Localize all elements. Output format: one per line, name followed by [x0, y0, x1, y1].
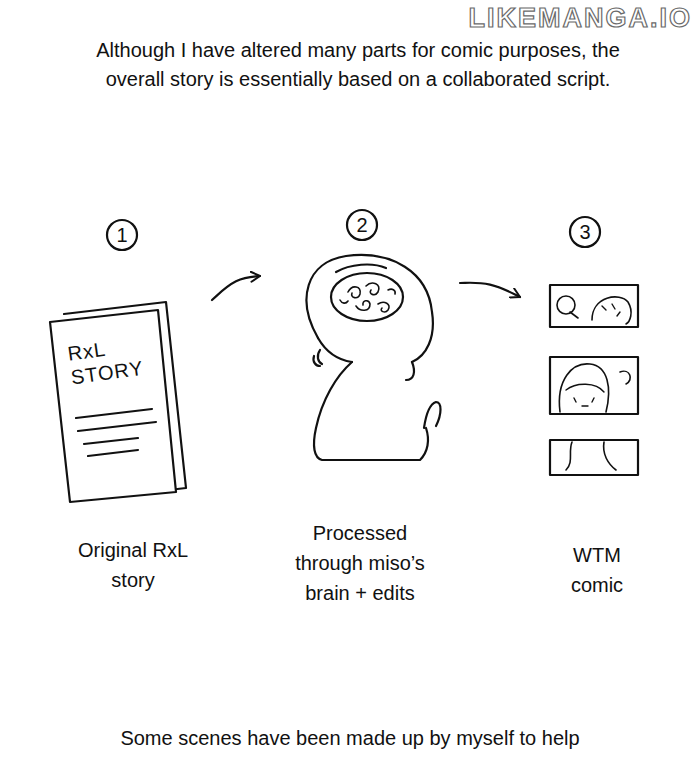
- number-circle: [570, 217, 600, 247]
- step-number: 1: [107, 220, 137, 250]
- person-figure: [307, 255, 441, 460]
- number-circle: [107, 220, 137, 250]
- stage-box: 3WTM comic: [522, 205, 672, 604]
- stage-box: 1RxL STORY Original RxL story: [56, 205, 210, 599]
- story-document: [50, 302, 186, 502]
- step-caption: WTM comic: [552, 540, 642, 600]
- number-circle: [347, 210, 377, 240]
- step-caption: Original RxL story: [73, 535, 193, 595]
- flow-arrow: [460, 283, 520, 297]
- comic-panels: [550, 285, 638, 475]
- title-text: Although I have altered many parts for c…: [90, 36, 626, 94]
- stage-box: 2Processed through miso’s brain + edits: [262, 205, 458, 612]
- step-number: 2: [347, 210, 377, 240]
- watermark: LIKEMANGA.IO: [469, 3, 693, 33]
- flow-arrow: [212, 276, 260, 300]
- document-title: RxL STORY: [66, 329, 162, 389]
- step-number: 3: [570, 217, 600, 247]
- note-text: Some scenes have been made up by myself …: [0, 724, 700, 753]
- step-caption: Processed through miso’s brain + edits: [280, 518, 440, 608]
